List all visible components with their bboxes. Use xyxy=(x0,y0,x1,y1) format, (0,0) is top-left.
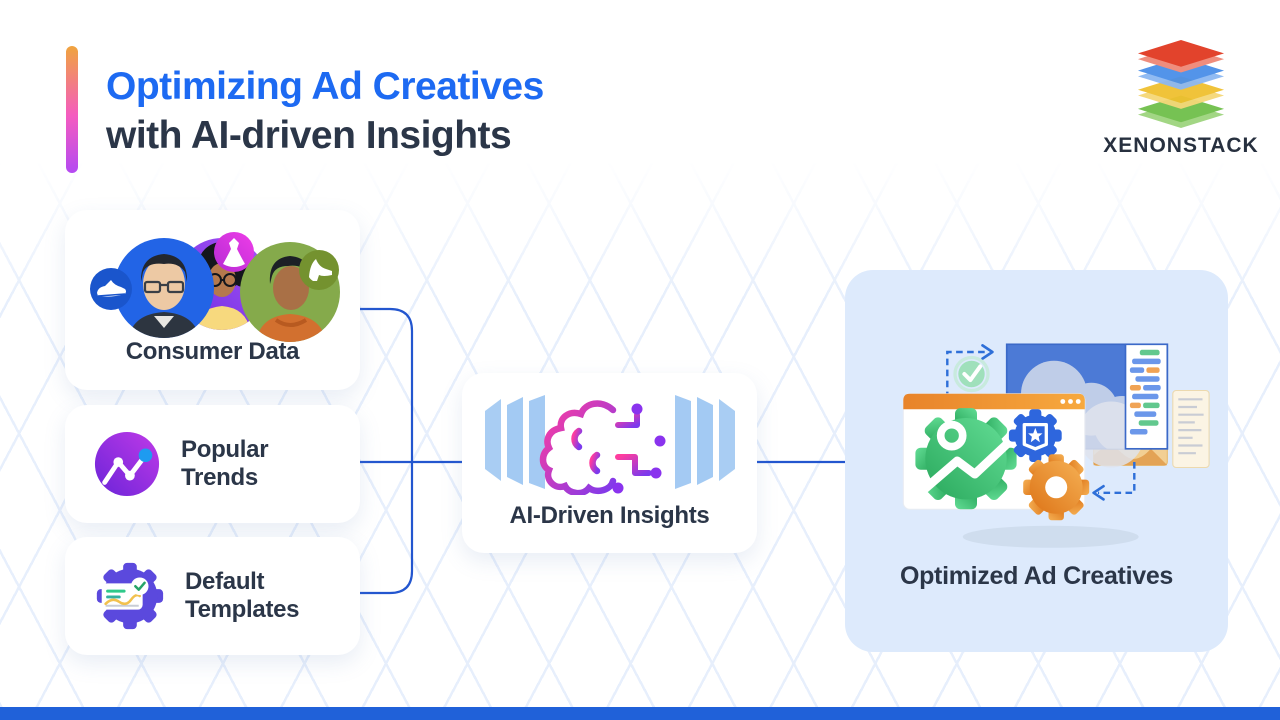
page-title: Optimizing Ad Creatives with AI-driven I… xyxy=(106,62,544,160)
input-card-default-templates: Default Templates xyxy=(65,537,360,655)
circuit-nodes xyxy=(612,403,665,494)
blue-star-gear-icon xyxy=(1008,409,1062,462)
circuit-traces xyxy=(614,410,656,484)
ad-builder-illustration xyxy=(902,343,1210,548)
input-label-default-templates: Default Templates xyxy=(185,567,300,623)
title-accent-bar xyxy=(66,46,78,173)
process-label-ai-insights: AI-Driven Insights xyxy=(509,502,710,529)
page-title-line2: with AI-driven Insights xyxy=(106,114,512,157)
brain-outline xyxy=(539,400,616,495)
orange-gear-icon xyxy=(1023,454,1090,521)
high-heel-icon xyxy=(298,250,339,290)
data-panels-left xyxy=(484,395,545,489)
footer-accent-bar xyxy=(0,707,1280,720)
ground-shadow xyxy=(962,525,1139,548)
code-panel xyxy=(1124,343,1169,450)
output-label-optimized-ads: Optimized Ad Creatives xyxy=(899,562,1174,590)
dashed-arrow-bottom xyxy=(1092,462,1136,501)
input-label-popular-trends: Popular Trends xyxy=(181,435,269,491)
avatar-man-glasses xyxy=(127,254,200,338)
layered-stack-icon xyxy=(1137,40,1225,128)
input-card-popular-trends: Popular Trends xyxy=(65,405,360,523)
input-label-consumer-data: Consumer Data xyxy=(125,338,300,365)
brain-circuit-icon xyxy=(484,395,735,495)
green-analytics-gear-icon xyxy=(915,408,1017,510)
brand-logo: XENONSTACK xyxy=(1098,40,1264,158)
process-card-ai-insights: AI-Driven Insights xyxy=(462,373,757,553)
sneaker-icon xyxy=(89,268,132,310)
check-badge-icon xyxy=(953,355,990,393)
data-panels-right xyxy=(674,395,735,489)
input-card-consumer-data: Consumer Data xyxy=(65,210,360,390)
output-card-optimized-ads: Optimized Ad Creatives xyxy=(845,270,1228,652)
trend-line-icon xyxy=(94,431,160,497)
brand-name: XENONSTACK xyxy=(1103,134,1259,157)
page-title-line1: Optimizing Ad Creatives xyxy=(106,65,544,108)
dashed-arrow-top xyxy=(946,344,994,399)
notes-panel xyxy=(1172,389,1210,469)
consumer-avatars-icon xyxy=(89,232,340,342)
template-gear-icon xyxy=(96,562,164,630)
dress-icon xyxy=(213,232,254,272)
